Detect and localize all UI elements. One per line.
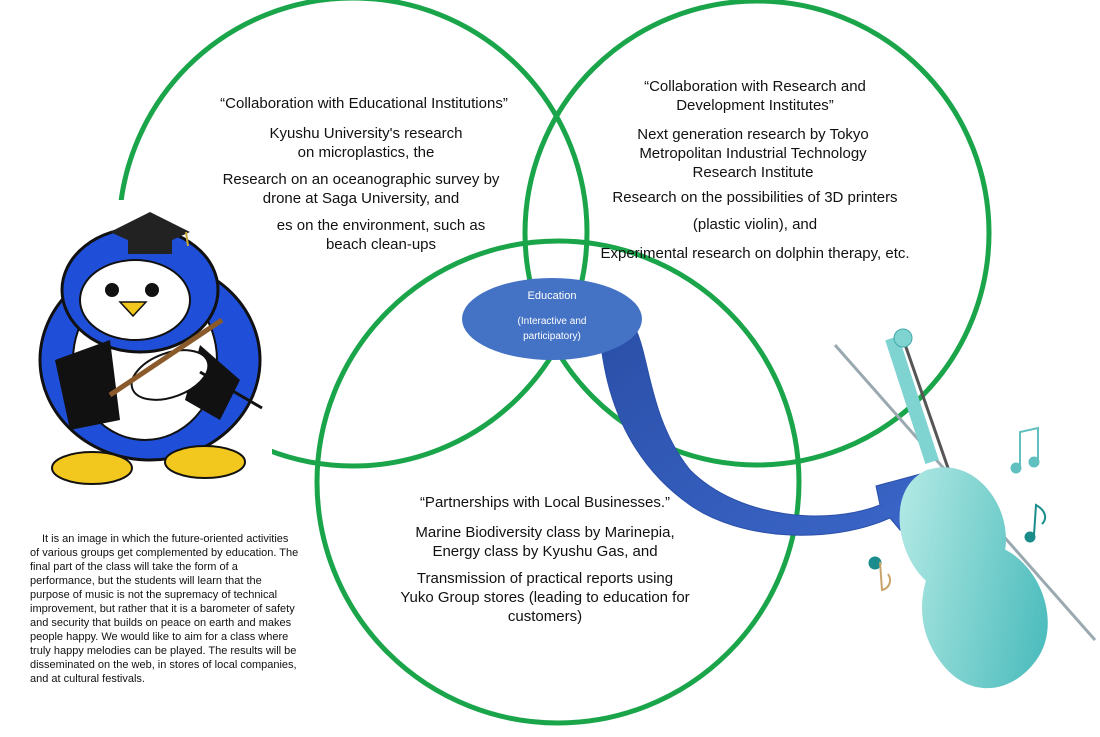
education-circle-items: Kyushu University's research on micropla…: [206, 124, 526, 262]
caption-text: It is an image in which the future-orien…: [30, 533, 299, 685]
research-item: Experimental research on dolphin therapy…: [600, 245, 910, 262]
education-label: Education: [527, 290, 577, 302]
research-circle-title: “Collaboration with Research and Develop…: [644, 78, 866, 114]
circle-research-institutes: [522, 0, 992, 468]
business-item: Marine Biodiversity class by Marinepia, …: [415, 524, 675, 560]
research-item: Next generation research by Tokyo Metrop…: [637, 126, 869, 181]
penguin-mascot-illustration: [22, 205, 272, 505]
research-item: (plastic violin), and: [692, 216, 818, 233]
education-circle-title: “Collaboration with Educational Institut…: [220, 95, 508, 112]
education-sublabel: (Interactive and participatory): [517, 316, 587, 342]
music-note-icon: [868, 426, 1047, 592]
business-circle-items: Marine Biodiversity class by Marinepia, …: [395, 523, 695, 634]
education-item: es on the environment, such as beach cle…: [276, 217, 486, 253]
violin-illustration: [833, 328, 1097, 689]
circle-local-businesses: [314, 238, 802, 726]
education-ellipse: [462, 278, 642, 360]
education-item: Kyushu University's research on micropla…: [269, 125, 463, 161]
education-item: Research on an oceanographic survey by d…: [222, 171, 500, 207]
education-label-group: Education (Interactive and participatory…: [462, 278, 642, 360]
business-circle-title: “Partnerships with Local Businesses.”: [419, 494, 671, 511]
research-item: Research on the possibilities of 3D prin…: [612, 189, 898, 206]
business-item: Transmission of practical reports using …: [400, 570, 690, 625]
research-circle-items: Next generation research by Tokyo Metrop…: [600, 125, 910, 271]
graduation-cap-icon: [110, 212, 190, 254]
